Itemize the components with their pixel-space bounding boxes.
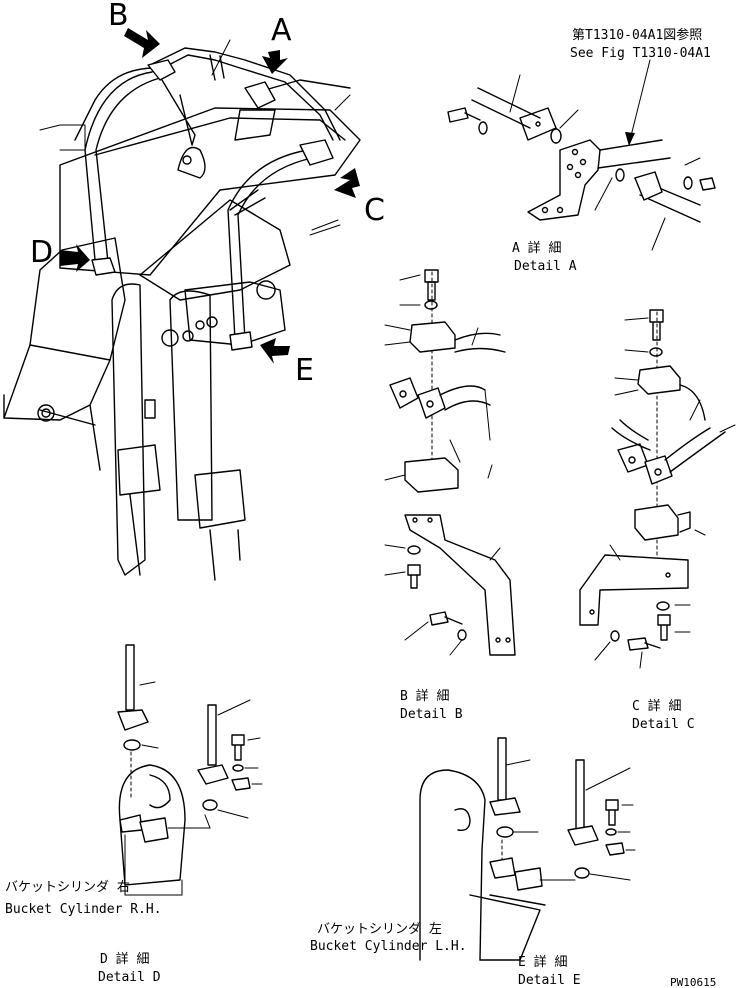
reference-label-jp: 第T1310-04A1図参照 bbox=[572, 27, 702, 43]
detail-a-title-jp: A 詳 細 bbox=[512, 240, 561, 256]
detail-d-view: バケットシリンダ 右 Bucket Cylinder R.H. D 詳 細 De… bbox=[5, 644, 263, 985]
view-arrow-a-icon bbox=[262, 50, 288, 74]
detail-e-view: バケットシリンダ 左 Bucket Cylinder L.H. E 詳 細 De… bbox=[310, 737, 636, 988]
view-arrow-e-icon bbox=[260, 338, 290, 364]
drawing-code: PW10615 bbox=[670, 976, 716, 988]
detail-b-title-jp: B 詳 細 bbox=[400, 688, 449, 704]
view-label-a: A bbox=[271, 13, 292, 48]
main-assembly-view: B A C D E bbox=[3, 0, 385, 581]
detail-a-title-en: Detail A bbox=[514, 259, 577, 274]
detail-b-view: B 詳 細 Detail B bbox=[384, 269, 516, 722]
detail-e-title-jp: E 詳 細 bbox=[518, 954, 567, 970]
cylinder-right-label-jp: バケットシリンダ 右 bbox=[5, 880, 130, 895]
reference-label-en: See Fig T1310-04A1 bbox=[570, 46, 711, 61]
view-label-b: B bbox=[108, 0, 129, 33]
detail-c-title-en: Detail C bbox=[632, 717, 695, 732]
detail-d-title-en: Detail D bbox=[98, 970, 161, 985]
view-label-c: C bbox=[364, 193, 385, 228]
view-arrow-c-icon bbox=[334, 168, 360, 198]
view-arrow-d-icon bbox=[60, 244, 90, 272]
detail-d-title-jp: D 詳 細 bbox=[100, 951, 149, 967]
cylinder-left-label-jp: バケットシリンダ 左 bbox=[317, 922, 442, 937]
view-label-d: D bbox=[30, 235, 53, 270]
view-label-e: E bbox=[295, 353, 314, 388]
cylinder-right-label-en: Bucket Cylinder R.H. bbox=[5, 902, 162, 917]
detail-c-title-jp: C 詳 細 bbox=[632, 698, 681, 714]
detail-b-title-en: Detail B bbox=[400, 707, 463, 722]
detail-e-title-en: Detail E bbox=[518, 973, 581, 988]
detail-c-view: C 詳 細 Detail C bbox=[579, 309, 736, 732]
detail-a-view: 第T1310-04A1図参照 See Fig T1310-04A1 A 詳 細 … bbox=[447, 27, 716, 274]
cylinder-left-label-en: Bucket Cylinder L.H. bbox=[310, 939, 467, 954]
view-arrow-b-icon bbox=[124, 28, 160, 58]
